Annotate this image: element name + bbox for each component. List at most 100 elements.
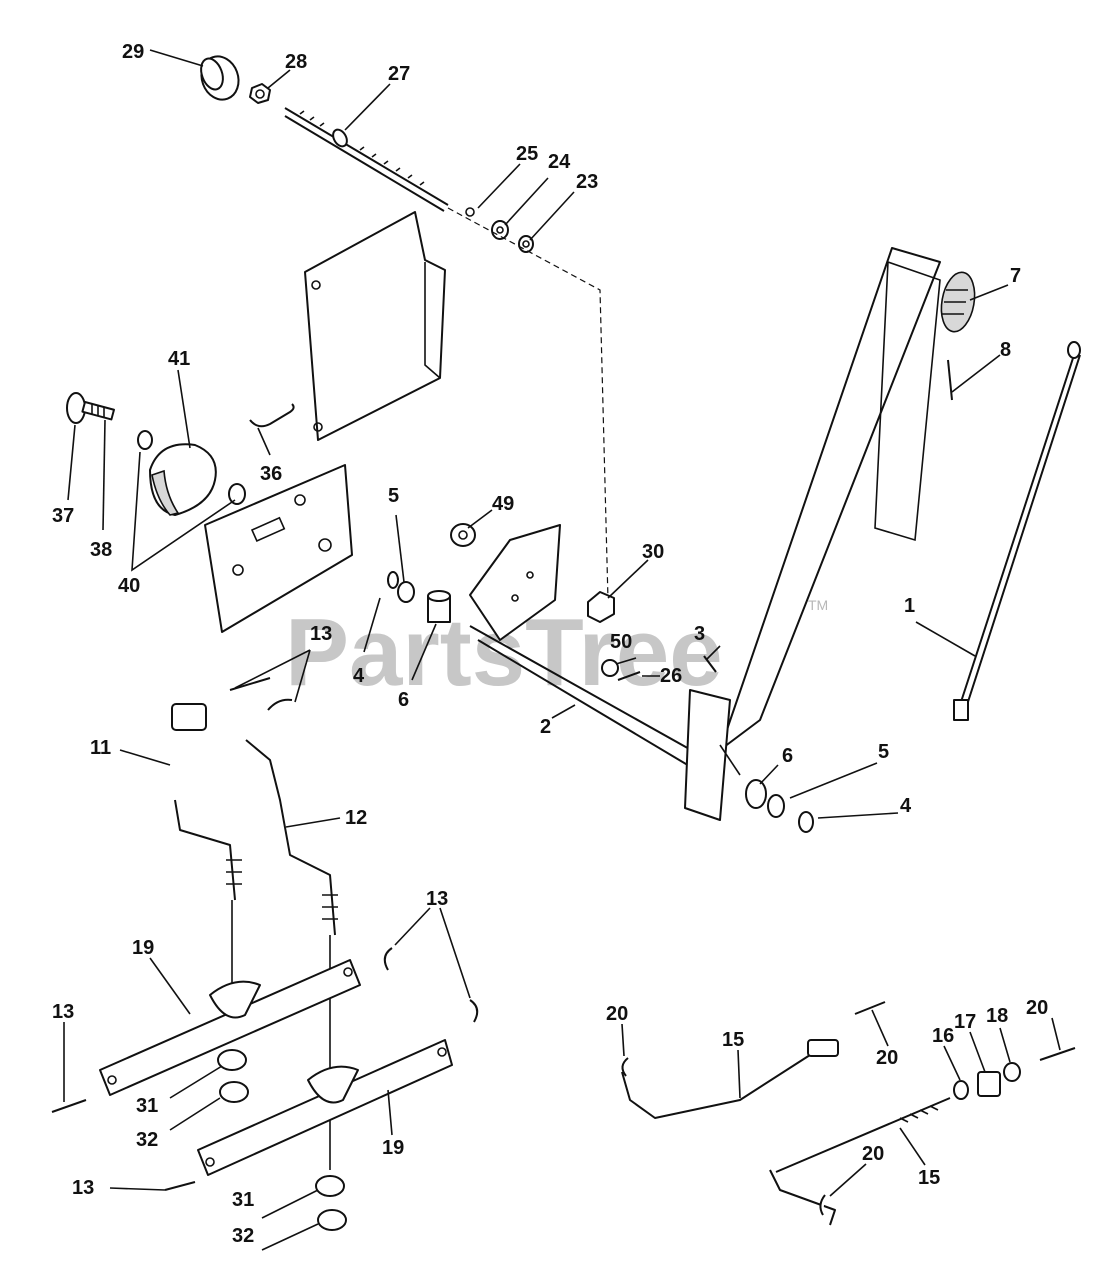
washer-31a	[217, 1049, 247, 1071]
lift-arm-19a	[99, 959, 361, 1096]
bushing-6a	[427, 590, 451, 623]
leader-lines	[63, 49, 1061, 1251]
pin-20c	[1039, 1047, 1076, 1061]
washer-25	[465, 207, 475, 217]
callout-2: 2	[540, 716, 551, 738]
callout-37: 37	[52, 505, 74, 527]
pin-13d	[51, 1099, 87, 1113]
callout-15-upper: 15	[722, 1029, 744, 1051]
pin-20b	[854, 1001, 886, 1015]
callout-13-bottom: 13	[72, 1177, 94, 1199]
callout-20-right: 20	[1026, 997, 1048, 1019]
clip-20a	[621, 1057, 629, 1077]
washer-31b	[315, 1175, 345, 1197]
callout-41: 41	[168, 348, 190, 370]
screw-26	[617, 671, 641, 681]
callout-5-right: 5	[878, 741, 889, 763]
callout-20-lower: 20	[862, 1143, 884, 1165]
washer-50	[601, 659, 619, 677]
pin-3	[703, 655, 717, 673]
callout-32-upper: 32	[136, 1129, 158, 1151]
clip-13b	[383, 947, 393, 971]
bolt-38	[81, 401, 115, 421]
pin-13a	[229, 677, 293, 711]
assembly-centerline	[447, 207, 609, 601]
callout-36: 36	[260, 463, 282, 485]
lever-bracket	[469, 524, 561, 641]
callout-50: 50	[610, 631, 632, 653]
block-17	[977, 1071, 1001, 1097]
clip-20d	[819, 1194, 826, 1216]
callout-26: 26	[660, 665, 682, 687]
rod-15b	[769, 1097, 951, 1226]
bushing-6b	[745, 779, 767, 809]
washer-5a	[397, 581, 415, 603]
pin-13e	[164, 1181, 196, 1191]
washer-5b	[767, 794, 785, 818]
mounting-plate	[204, 464, 353, 633]
callout-8: 8	[1000, 339, 1011, 361]
callout-12: 12	[345, 807, 367, 829]
nut-28	[249, 83, 271, 104]
callout-19-upper: 19	[132, 937, 154, 959]
handle-7	[940, 271, 976, 333]
rod-1	[953, 341, 1081, 721]
cross-shaft-2	[469, 625, 701, 771]
callout-3: 3	[694, 623, 705, 645]
lift-arm-19b	[197, 1039, 453, 1176]
cam-41	[149, 443, 217, 516]
callout-29: 29	[122, 41, 144, 63]
callout-1: 1	[904, 595, 915, 617]
knob-29	[200, 55, 240, 101]
spring-8	[947, 359, 953, 401]
callout-6-right: 6	[782, 745, 793, 767]
callout-40: 40	[118, 575, 140, 597]
bracket-plate	[304, 211, 446, 441]
callout-23: 23	[576, 171, 598, 193]
ring-4b	[798, 811, 814, 833]
callout-4-right: 4	[900, 795, 912, 817]
rod-15a	[621, 1039, 839, 1119]
washer-40b	[228, 483, 246, 505]
nut-18	[1003, 1062, 1021, 1082]
callout-49: 49	[492, 493, 514, 515]
ring-4a	[387, 571, 399, 589]
callout-27: 27	[388, 63, 410, 85]
threaded-rod-27	[284, 107, 449, 212]
nut-30	[587, 591, 615, 623]
bushing-top	[171, 703, 207, 731]
handle-grip	[874, 260, 941, 542]
clip-36	[249, 403, 295, 428]
callout-24: 24	[548, 151, 571, 173]
callout-32-lower: 32	[232, 1225, 254, 1247]
callout-28: 28	[285, 51, 307, 73]
callout-13-right: 13	[426, 888, 448, 910]
callout-7: 7	[1010, 265, 1021, 287]
lift-lever	[684, 247, 941, 821]
callout-19-lower: 19	[382, 1137, 404, 1159]
callout-13-left: 13	[52, 1001, 74, 1023]
callout-30: 30	[642, 541, 664, 563]
watermark-trademark: TM	[808, 597, 828, 613]
callout-5-left: 5	[388, 485, 399, 507]
callout-6-left: 6	[398, 689, 409, 711]
rod-11	[174, 799, 242, 1000]
callout-15-lower: 15	[918, 1167, 940, 1189]
callouts: 29 28 27 25 24 23 7 8 41 37 38 40 36 5 4…	[52, 41, 1048, 1247]
callout-20-left: 20	[606, 1003, 628, 1025]
callout-4-left: 4	[353, 665, 365, 687]
callout-20-middle: 20	[876, 1047, 898, 1069]
washer-32b	[317, 1209, 347, 1231]
callout-31-lower: 31	[232, 1189, 254, 1211]
washer-32a	[219, 1081, 249, 1103]
callout-25: 25	[516, 143, 538, 165]
callout-13-top: 13	[310, 623, 332, 645]
washer-49	[450, 523, 476, 547]
callout-31-upper: 31	[136, 1095, 158, 1117]
callout-17: 17	[954, 1011, 976, 1033]
washer-16	[953, 1080, 969, 1100]
callout-38: 38	[90, 539, 112, 561]
rod-12	[245, 739, 338, 1170]
washer-40a	[137, 430, 153, 450]
